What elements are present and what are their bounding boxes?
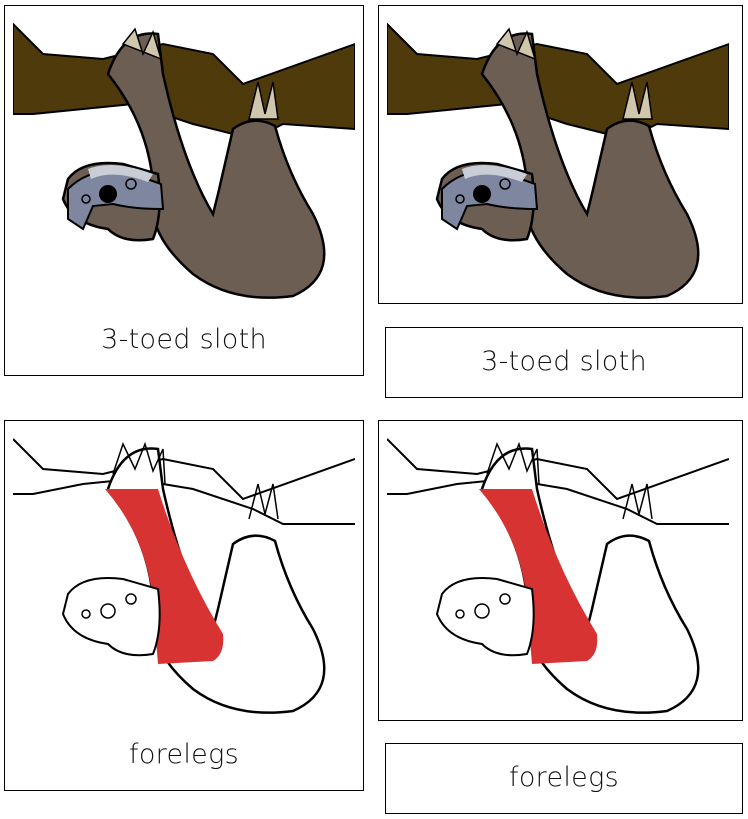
sloth-illustration — [387, 14, 729, 302]
picture-only-card-forelegs — [378, 420, 743, 721]
label-card-sloth: 3-toed sloth — [385, 327, 743, 398]
label-card-forelegs: forelegs — [385, 743, 743, 814]
picture-card-forelegs: forelegs — [4, 420, 364, 791]
sloth-illustration — [13, 14, 355, 302]
picture-only-card-sloth — [378, 5, 743, 304]
card-label: forelegs — [129, 739, 239, 770]
sloth-forelegs-illustration — [13, 429, 355, 717]
card-label: 3-toed sloth — [481, 346, 647, 377]
sloth-forelegs-illustration — [387, 429, 729, 717]
picture-card-sloth: 3-toed sloth — [4, 5, 364, 376]
card-label: forelegs — [509, 762, 619, 793]
card-label: 3-toed sloth — [101, 324, 267, 355]
